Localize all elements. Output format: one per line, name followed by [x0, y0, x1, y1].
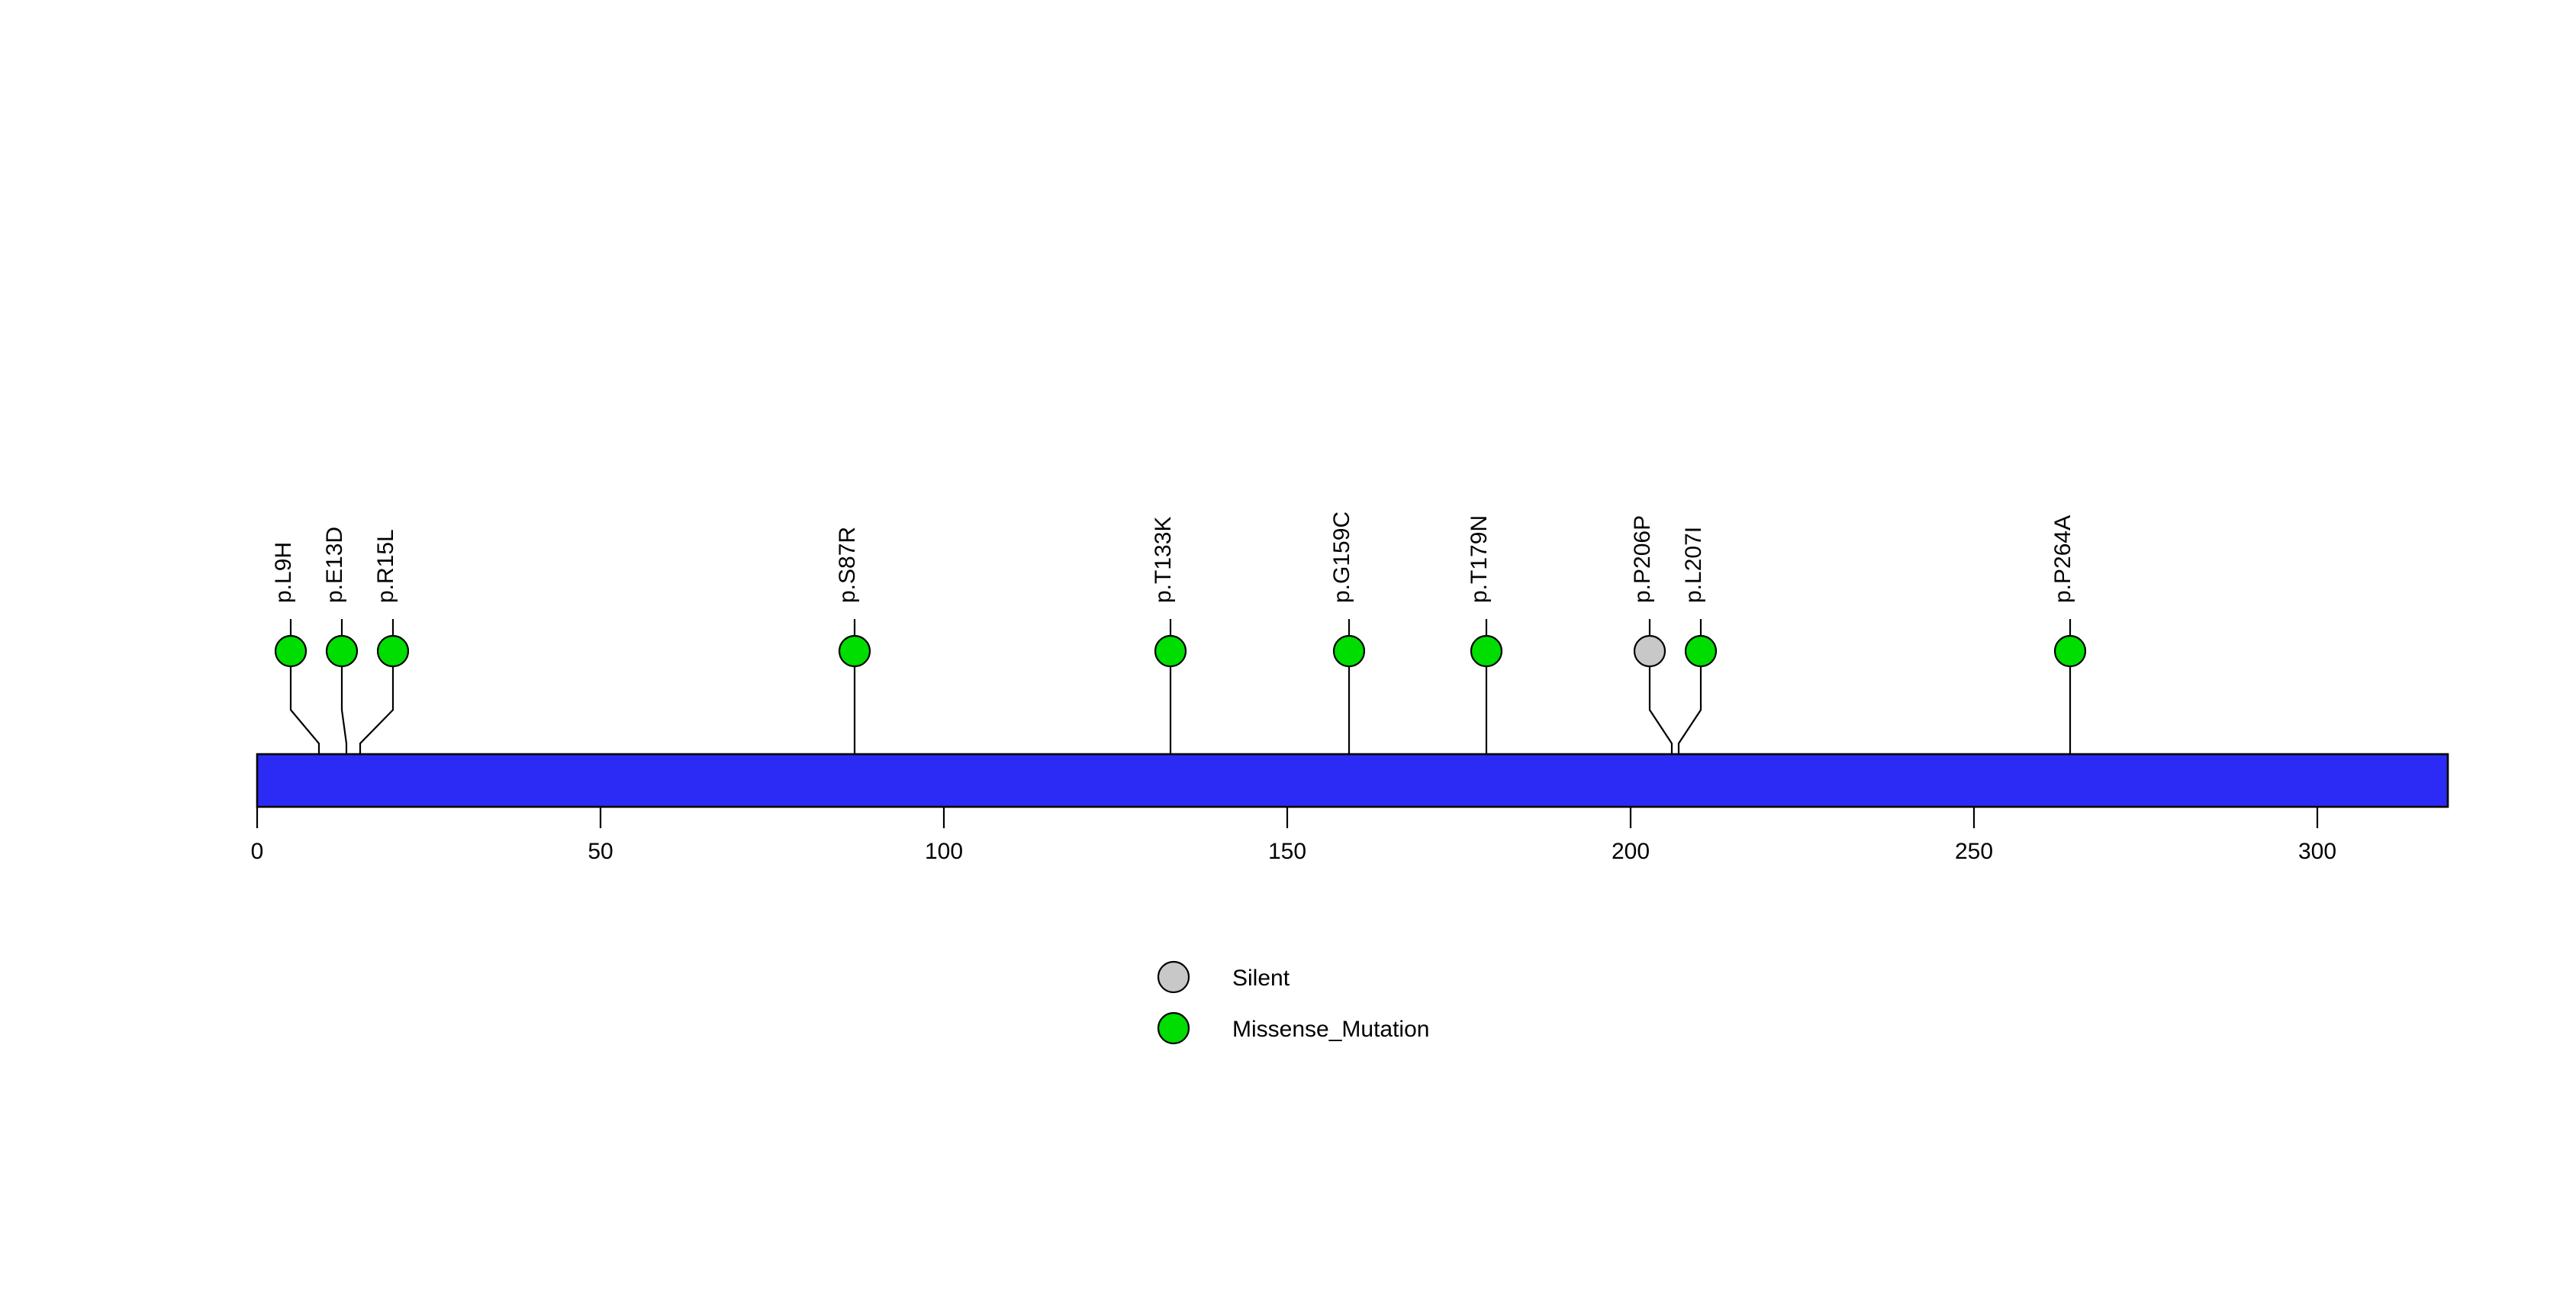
legend-swatch-silent[interactable] [1157, 960, 1190, 994]
x-axis-tick-label: 100 [925, 839, 963, 864]
x-axis-tick-label: 250 [1955, 839, 1993, 864]
legend-label: Silent [1232, 966, 1290, 991]
mutation-label: p.T133K [1151, 517, 1176, 603]
mutation-label: p.R15L [373, 529, 398, 603]
mutation-label: p.G159C [1329, 511, 1354, 603]
lollipop-head-pg159c[interactable] [1332, 634, 1366, 668]
lollipop-head-pp264a[interactable] [2053, 634, 2087, 668]
lollipop-head-pt133k[interactable] [1154, 634, 1187, 668]
x-axis-tick-label: 0 [251, 839, 264, 864]
mutation-label: p.T179N [1467, 515, 1492, 603]
lollipop-head-pr15l[interactable] [376, 634, 410, 668]
mutation-label: p.S87R [835, 527, 860, 603]
x-axis-tick-label: 300 [2298, 839, 2336, 864]
lollipop-head-pp206p[interactable] [1633, 634, 1666, 668]
mutation-label: p.L9H [271, 542, 296, 603]
protein-backbone-bar[interactable] [256, 753, 2449, 808]
legend-swatch-missense_mutation[interactable] [1157, 1011, 1190, 1045]
mutation-labels: p.L9H p.E13D p.R15L p.S87R p.T133K p.G159C p.T… [271, 511, 2075, 603]
mutation-label: p.P264A [2050, 515, 2075, 603]
lollipop-head-pl9h[interactable] [274, 634, 308, 668]
x-axis: 0 50 100 150 200 250 300 [251, 807, 2336, 864]
mutation-label: p.E13D [322, 527, 347, 603]
x-axis-tick-label: 50 [588, 839, 613, 864]
mutation-label: p.P206P [1630, 515, 1655, 603]
x-axis-tick-label: 200 [1612, 839, 1650, 864]
x-axis-tick-label: 150 [1268, 839, 1306, 864]
lollipop-head-pt179n[interactable] [1470, 634, 1503, 668]
lollipop-head-ps87r[interactable] [838, 634, 871, 668]
lollipop-heads [274, 634, 2087, 668]
lollipop-head-pe13d[interactable] [325, 634, 359, 668]
legend-label: Missense_Mutation [1232, 1017, 1429, 1042]
mutation-label: p.L207I [1681, 527, 1706, 603]
lollipop-head-pl207i[interactable] [1684, 634, 1718, 668]
